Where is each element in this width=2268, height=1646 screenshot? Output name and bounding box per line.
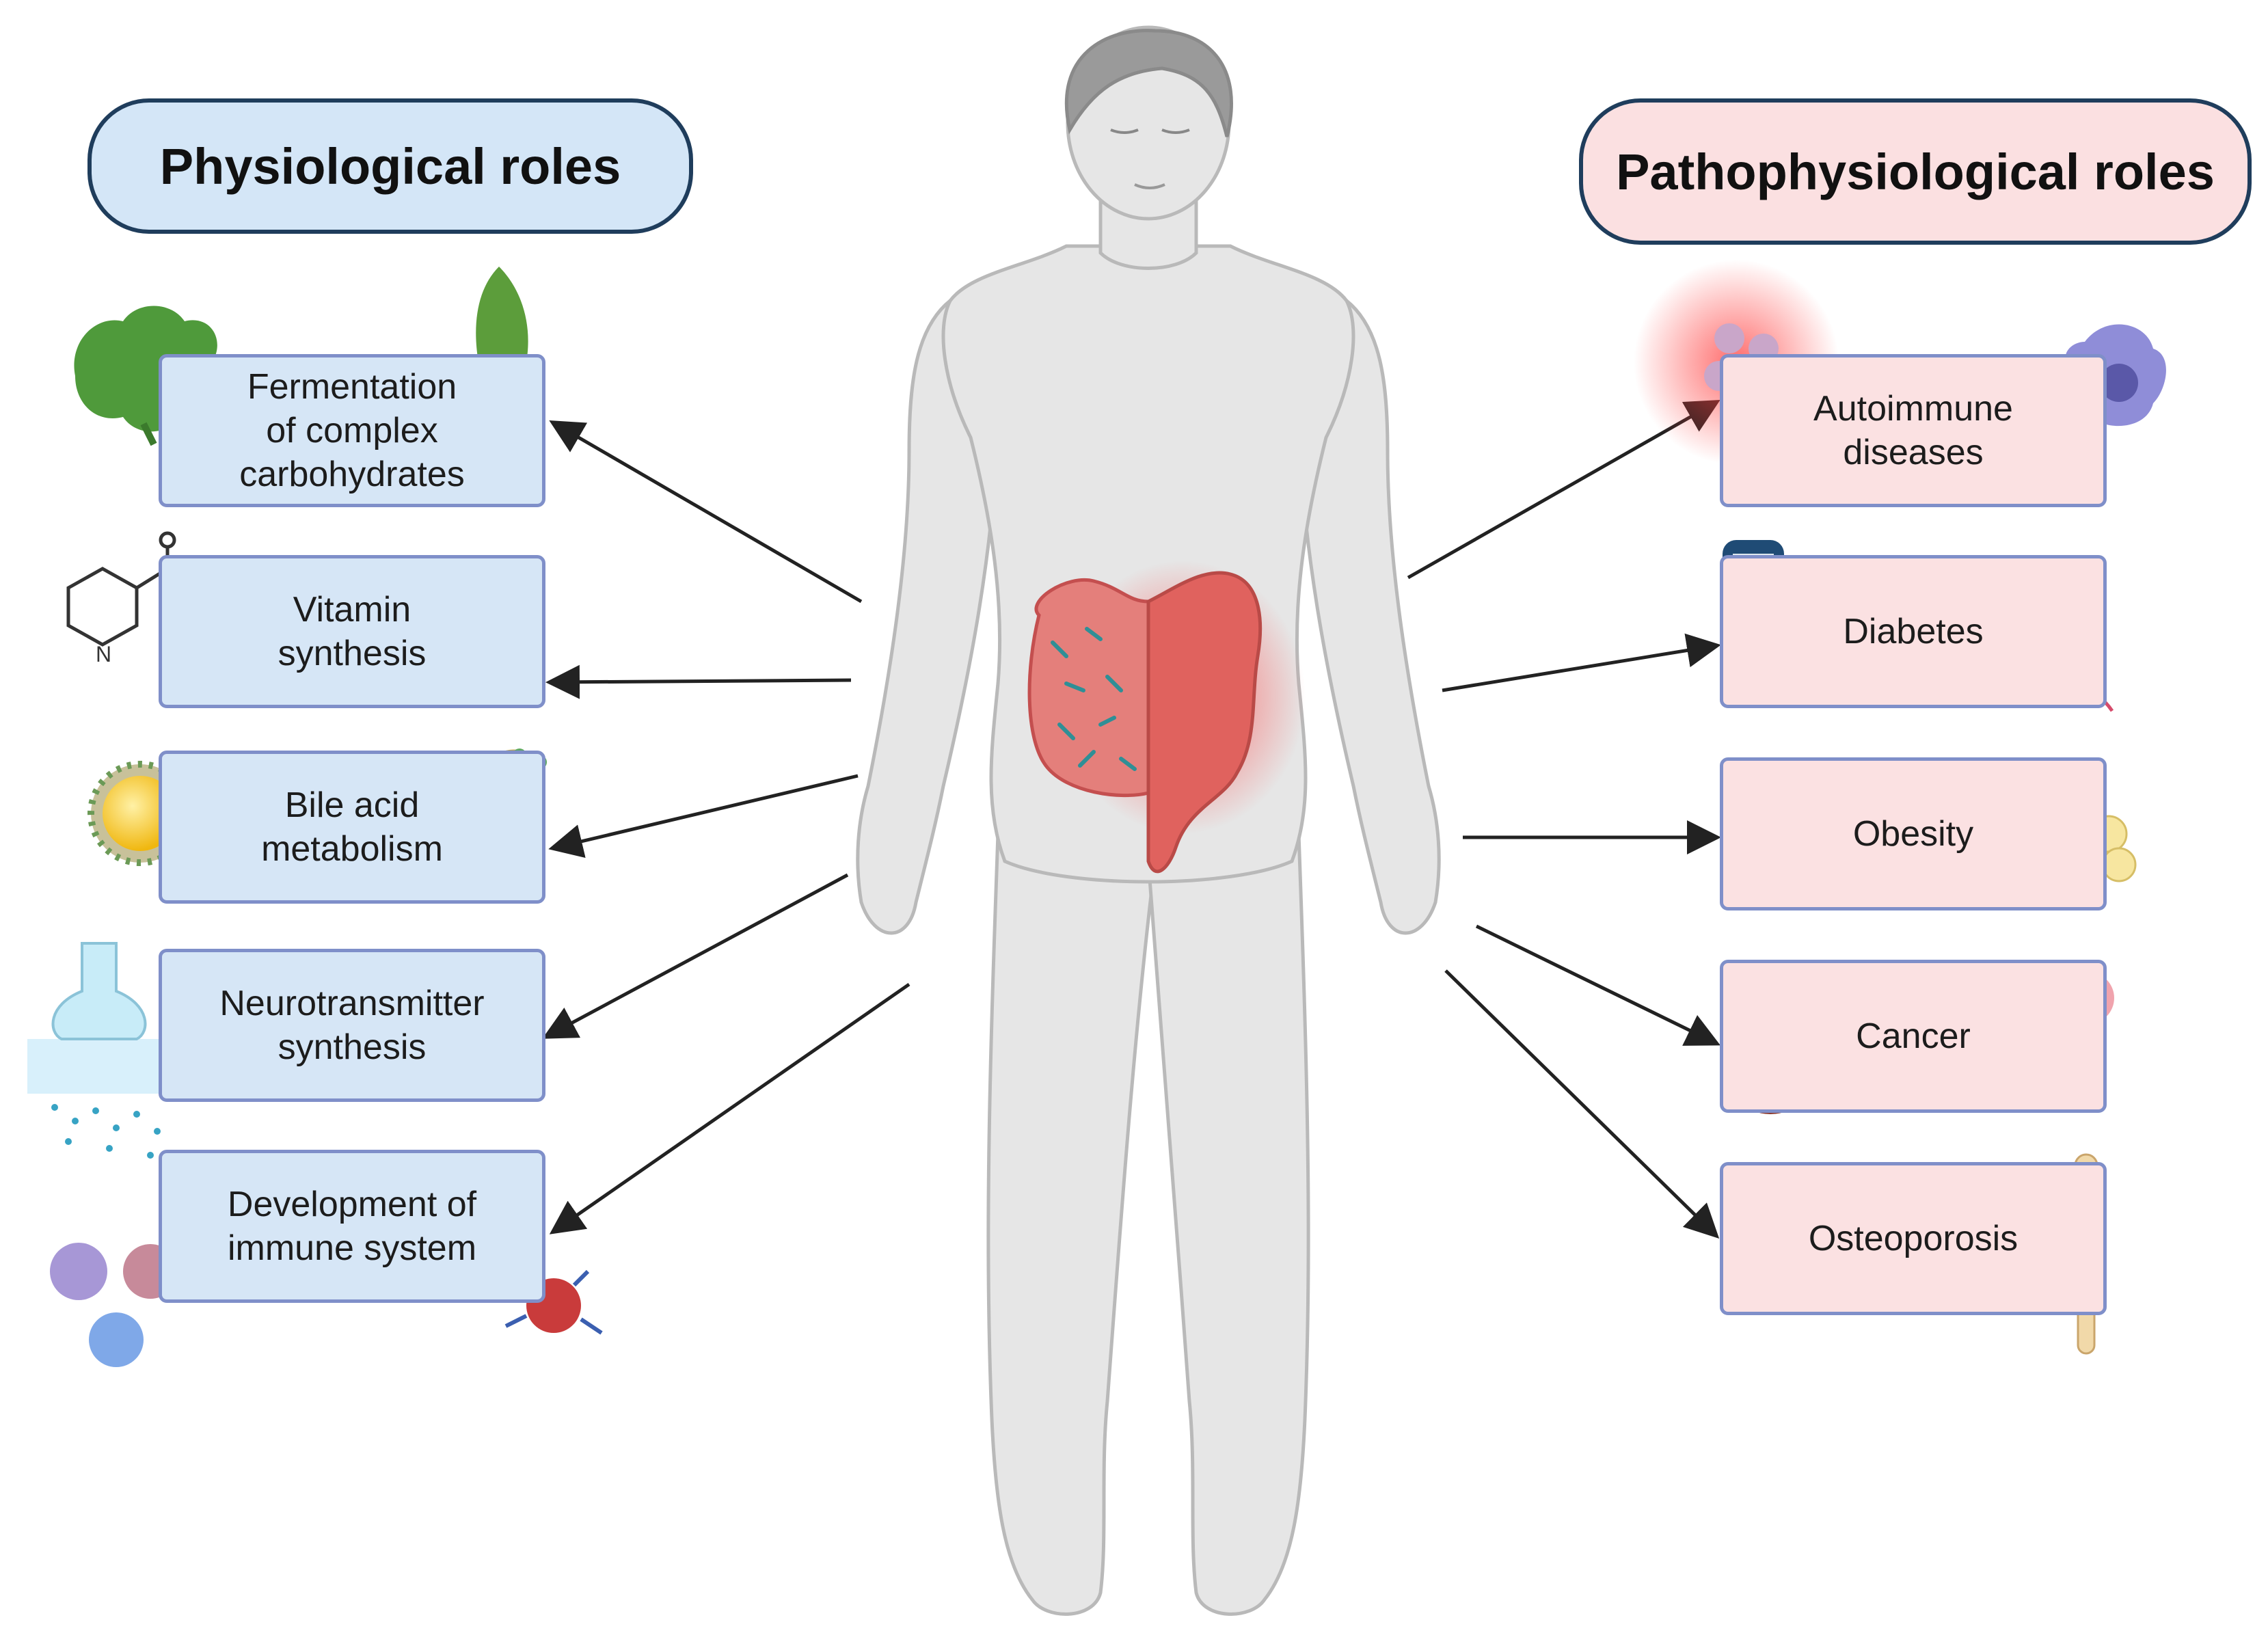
arrow-to-immune-system: [549, 982, 910, 1234]
role-diabetes: Diabetes: [1720, 555, 2107, 708]
synapse-icon: [27, 942, 191, 1159]
role-vitamin-synthesis: Vitamin synthesis: [159, 555, 545, 708]
arrow-to-vitamin: [545, 664, 852, 699]
role-bile-acid-metabolism: Bile acid metabolism: [159, 751, 545, 904]
role-osteoporosis: Osteoporosis: [1720, 1162, 2107, 1315]
arrow-to-neurotransmitter: [542, 873, 849, 1039]
pathophysiological-roles-header: Pathophysiological roles: [1579, 98, 2252, 245]
physiological-roles-header: Physiological roles: [87, 98, 693, 234]
role-autoimmune-diseases: Autoimmune diseases: [1720, 354, 2107, 507]
role-immune-development: Development of immune system: [159, 1150, 545, 1303]
arrow-to-cancer: [1475, 924, 1720, 1046]
role-neurotransmitter-synthesis: Neurotransmitter synthesis: [159, 949, 545, 1102]
arrows: [542, 400, 1721, 1239]
role-obesity: Obesity: [1720, 757, 2107, 910]
molecule-label-n: N: [96, 642, 111, 666]
arrow-to-bile-acid: [548, 774, 859, 859]
arrow-to-diabetes: [1442, 633, 1721, 692]
arrow-to-osteoporosis: [1444, 969, 1720, 1239]
role-cancer: Cancer: [1720, 960, 2107, 1113]
arrow-to-fermentation: [549, 420, 863, 604]
intestine-icon: [1027, 561, 1306, 874]
role-fermentation: Fermentation of complex carbohydrates: [159, 354, 545, 507]
